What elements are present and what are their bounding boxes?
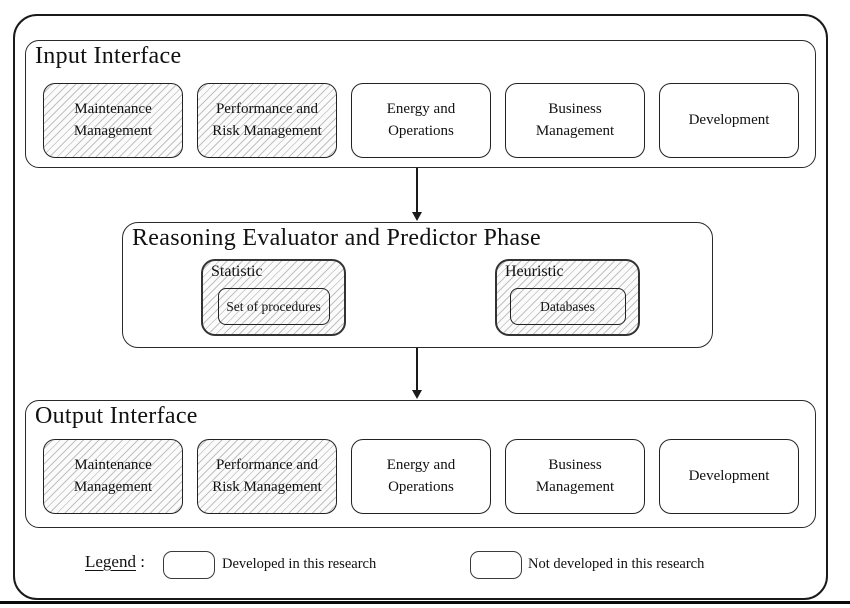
outer-frame [13,14,828,600]
reasoning-phase-title: Reasoning Evaluator and Predictor Phase [132,225,541,251]
module-performance-risk-management: Performance and Risk Management [197,439,337,514]
module-label: Maintenance Management [73,456,153,495]
arrow-line-input-to-reasoning [416,168,418,214]
input-module-row: Maintenance Management Performance and R… [43,83,799,158]
module-label: Energy and Operations [386,456,456,495]
module-label: Development [688,111,770,128]
output-module-row: Maintenance Management Performance and R… [43,439,799,514]
arrow-line-reasoning-to-output [416,348,418,392]
inner-box-set-of-procedures: Set of procedures [217,288,330,325]
group-statistic: Statistic Set of procedures [201,259,346,336]
module-maintenance-management: Maintenance Management [43,83,183,158]
inner-box-label: Set of procedures [226,298,321,314]
module-maintenance-management: Maintenance Management [43,439,183,514]
group-label-statistic: Statistic [211,263,263,280]
module-development: Development [659,439,799,514]
module-label: Performance and Risk Management [212,456,322,495]
module-development: Development [659,83,799,158]
input-interface-title: Input Interface [35,43,182,69]
module-label: Energy and Operations [386,100,456,139]
module-label: Performance and Risk Management [212,100,322,139]
reasoning-phase-panel: Reasoning Evaluator and Predictor Phase … [122,222,713,348]
inner-box-databases: Databases [509,288,626,325]
module-business-management: Business Management [505,439,645,514]
module-label: Development [688,467,770,484]
module-business-management: Business Management [505,83,645,158]
legend-text-developed: Developed in this research [222,556,377,572]
legend-word: Legend [85,552,136,571]
output-interface-panel: Output Interface Maintenance Management … [25,400,816,528]
module-label: Maintenance Management [73,100,153,139]
down-arrow-icon [411,212,422,221]
legend-label: Legend : [85,552,145,572]
module-label: Business Management [535,100,615,139]
input-interface-panel: Input Interface Maintenance Management P… [25,40,816,168]
down-arrow-icon [411,390,422,399]
legend-colon: : [135,552,145,571]
figure-bottom-rule [0,601,850,604]
legend-swatch-not-developed [470,551,522,579]
inner-box-label: Databases [540,298,595,314]
module-energy-operations: Energy and Operations [351,439,491,514]
group-label-heuristic: Heuristic [505,263,564,280]
group-heuristic: Heuristic Databases [495,259,640,336]
legend-swatch-developed [163,551,215,579]
module-energy-operations: Energy and Operations [351,83,491,158]
legend-text-not-developed: Not developed in this research [528,556,705,572]
output-interface-title: Output Interface [35,403,198,429]
module-performance-risk-management: Performance and Risk Management [197,83,337,158]
module-label: Business Management [535,456,615,495]
